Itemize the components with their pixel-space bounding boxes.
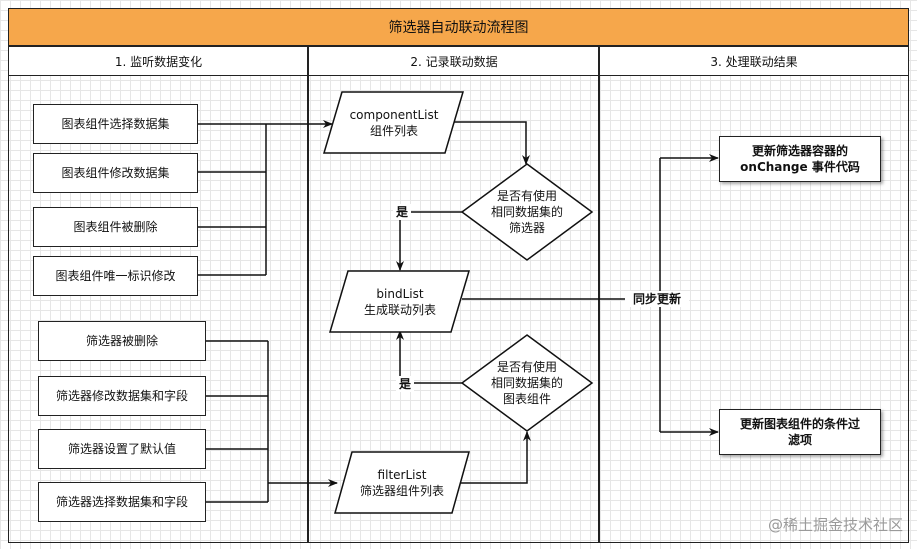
decision-bottom-label: 是否有使用 相同数据集的 图表组件 [482, 359, 572, 407]
filterlist-shape [334, 451, 470, 514]
bindlist-label: bindList 生成联动列表 [340, 286, 460, 318]
arrow-filterlist-to-decision [452, 431, 531, 484]
bindlist-desc: 生成联动列表 [363, 303, 436, 317]
result-top-line2: onChange 事件代码 [740, 160, 860, 174]
bindlist-name: bindList [376, 287, 424, 301]
filterlist-name: filterList [377, 468, 427, 482]
yes-label-top: 是 [393, 204, 411, 220]
decision-top-line2: 相同数据集的 [490, 205, 563, 219]
result-update-chart-filter: 更新图表组件的条件过 滤项 [719, 409, 881, 455]
filter-event-default-value: 筛选器设置了默认值 [38, 429, 206, 469]
decision-top-line3: 筛选器 [508, 221, 545, 235]
componentlist-label: componentList 组件列表 [334, 107, 454, 139]
decision-top-line1: 是否有使用 [496, 189, 557, 203]
componentlist-name: componentList [349, 108, 439, 122]
result-top-line1: 更新筛选器容器的 [751, 144, 848, 158]
chart-event-deleted: 图表组件被删除 [33, 207, 198, 247]
filter-event-modify-dataset: 筛选器修改数据集和字段 [38, 376, 206, 416]
lane-header-3: 3. 处理联动结果 [599, 46, 909, 76]
lane-header-1: 1. 监听数据变化 [8, 46, 309, 76]
filterlist-desc: 筛选器组件列表 [359, 484, 444, 498]
componentlist-shape [322, 91, 465, 154]
lane-divider-1 [307, 46, 309, 543]
sync-label: 同步更新 [625, 291, 689, 307]
decision-bottom-line2: 相同数据集的 [490, 376, 563, 390]
decision-bottom-line3: 图表组件 [502, 392, 551, 406]
chart-event-modify-dataset: 图表组件修改数据集 [33, 153, 198, 193]
decision-top-label: 是否有使用 相同数据集的 筛选器 [482, 188, 572, 236]
componentlist-desc: 组件列表 [369, 124, 418, 138]
chart-event-select-dataset: 图表组件选择数据集 [33, 104, 198, 144]
decision-bottom-shape [460, 334, 594, 432]
decision-top-shape [460, 163, 594, 261]
filterlist-label: filterList 筛选器组件列表 [343, 467, 461, 499]
filter-event-select-dataset: 筛选器选择数据集和字段 [38, 482, 206, 522]
filter-event-deleted: 筛选器被删除 [38, 321, 206, 361]
arrow-componentlist-to-decision [445, 121, 530, 165]
result-bottom-line2: 滤项 [787, 433, 812, 447]
chart-event-id-changed: 图表组件唯一标识修改 [33, 256, 198, 296]
diagram-title: 筛选器自动联动流程图 [8, 8, 909, 46]
yes-label-bottom: 是 [396, 376, 414, 392]
result-bottom-line1: 更新图表组件的条件过 [739, 417, 860, 431]
bindlist-shape [328, 270, 471, 333]
lane-divider-2 [598, 46, 600, 543]
arrow-decision-top-yes [396, 211, 462, 271]
watermark: @稀土掘金技术社区 [767, 516, 903, 534]
result-update-filter-container: 更新筛选器容器的 onChange 事件代码 [719, 136, 881, 182]
decision-bottom-line1: 是否有使用 [496, 360, 557, 374]
